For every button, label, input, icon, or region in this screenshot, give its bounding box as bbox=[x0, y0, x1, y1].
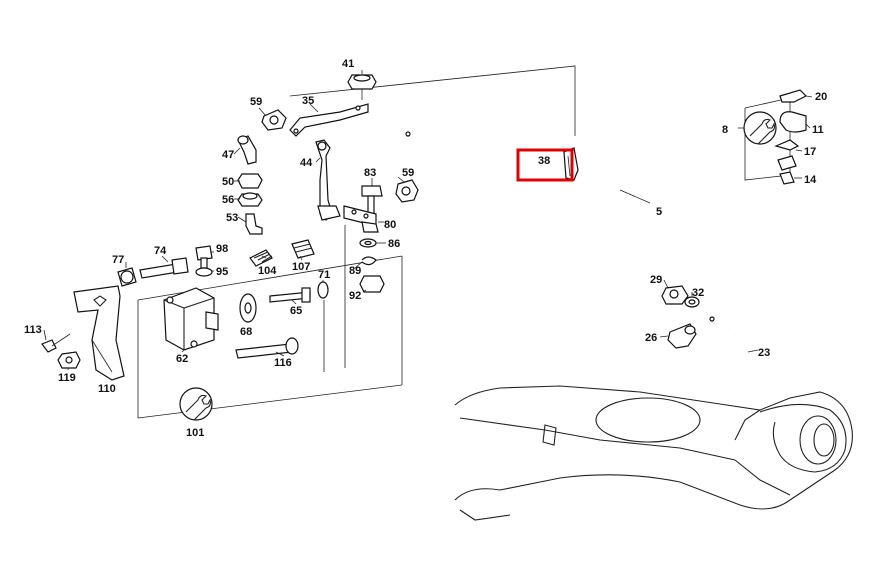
label-68[interactable]: 68 bbox=[240, 326, 252, 338]
label-98[interactable]: 98 bbox=[216, 243, 228, 255]
label-5[interactable]: 5 bbox=[656, 206, 662, 218]
label-107[interactable]: 107 bbox=[292, 261, 310, 273]
label-65[interactable]: 65 bbox=[290, 305, 302, 317]
label-17[interactable]: 17 bbox=[804, 146, 816, 158]
label-59-b[interactable]: 59 bbox=[402, 167, 414, 179]
label-77[interactable]: 77 bbox=[112, 254, 124, 266]
rear-axle-arm bbox=[454, 385, 853, 521]
label-50[interactable]: 50 bbox=[222, 176, 234, 188]
label-56[interactable]: 56 bbox=[222, 194, 234, 206]
leader-lines bbox=[43, 70, 813, 370]
label-47[interactable]: 47 bbox=[222, 149, 234, 161]
label-101[interactable]: 101 bbox=[186, 427, 204, 439]
label-116[interactable]: 116 bbox=[274, 357, 292, 369]
label-86[interactable]: 86 bbox=[388, 238, 400, 250]
label-95[interactable]: 95 bbox=[216, 266, 228, 278]
label-20[interactable]: 20 bbox=[815, 91, 827, 103]
label-8[interactable]: 8 bbox=[722, 124, 728, 136]
label-44[interactable]: 44 bbox=[300, 157, 313, 169]
label-80[interactable]: 80 bbox=[384, 219, 396, 231]
part-labels: 41 59 35 47 44 50 56 53 83 59 80 86 89 9… bbox=[24, 58, 827, 439]
link-rod-23[interactable] bbox=[729, 327, 761, 379]
label-26[interactable]: 26 bbox=[645, 332, 657, 344]
stabilizer-bar[interactable] bbox=[402, 105, 790, 322]
label-119[interactable]: 119 bbox=[58, 372, 76, 384]
label-59-a[interactable]: 59 bbox=[250, 96, 262, 108]
label-83[interactable]: 83 bbox=[364, 167, 376, 179]
label-104[interactable]: 104 bbox=[258, 265, 277, 277]
label-74[interactable]: 74 bbox=[154, 245, 167, 257]
label-89[interactable]: 89 bbox=[349, 265, 361, 277]
label-32[interactable]: 32 bbox=[692, 287, 704, 299]
parts-lower-left[interactable] bbox=[41, 239, 329, 421]
label-11[interactable]: 11 bbox=[812, 124, 824, 136]
parts-mid-right[interactable] bbox=[563, 147, 700, 349]
label-113[interactable]: 113 bbox=[24, 324, 42, 336]
label-38[interactable]: 38 bbox=[538, 155, 550, 167]
label-29[interactable]: 29 bbox=[650, 274, 662, 286]
label-53[interactable]: 53 bbox=[226, 212, 238, 224]
label-110[interactable]: 110 bbox=[98, 383, 116, 395]
label-14[interactable]: 14 bbox=[804, 174, 817, 186]
highlight-box-38 bbox=[516, 148, 574, 182]
label-71[interactable]: 71 bbox=[318, 269, 330, 281]
label-35[interactable]: 35 bbox=[302, 95, 314, 107]
label-41[interactable]: 41 bbox=[342, 58, 354, 70]
label-23[interactable]: 23 bbox=[758, 347, 770, 359]
label-62[interactable]: 62 bbox=[176, 353, 188, 365]
parts-upper[interactable] bbox=[237, 74, 419, 293]
parts-right-upper[interactable] bbox=[743, 89, 808, 185]
label-92[interactable]: 92 bbox=[349, 290, 361, 302]
